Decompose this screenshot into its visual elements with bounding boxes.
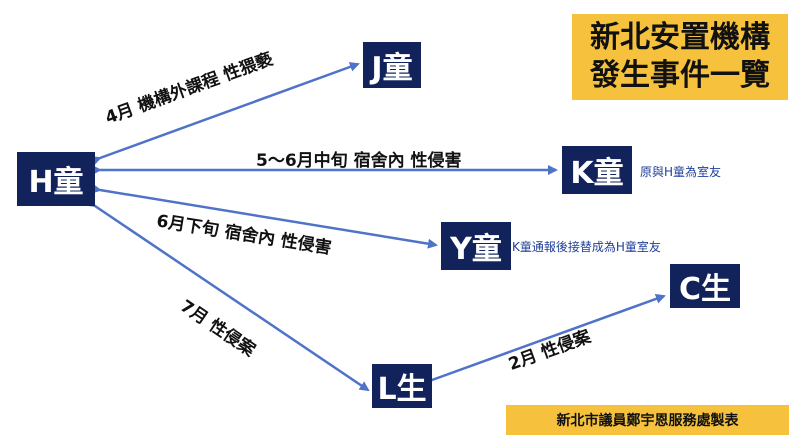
edge-label-h-k: 5～6月中旬 宿舍內 性侵害 [256, 151, 462, 171]
node-c: C生 [670, 264, 740, 308]
node-l: L生 [372, 364, 432, 408]
arrow-l-to-c [422, 294, 666, 388]
arrow-h-to-l [85, 197, 370, 392]
note-k: 原與H童為室友 [640, 165, 722, 179]
node-k: K童 [562, 146, 632, 194]
title-box: 新北安置機構 發生事件一覽 [572, 14, 788, 100]
title-line-2: 發生事件一覽 [590, 58, 770, 93]
credit-label: 新北市議員鄭宇恩服務處製表 [506, 405, 789, 435]
title-line-1: 新北安置機構 [590, 20, 770, 55]
node-y: Y童 [441, 222, 511, 270]
node-h: H童 [17, 152, 95, 206]
note-y: K童通報後接替成為H童室友 [512, 240, 661, 254]
node-j: J童 [363, 42, 421, 88]
arrow-h-to-j [90, 62, 360, 166]
